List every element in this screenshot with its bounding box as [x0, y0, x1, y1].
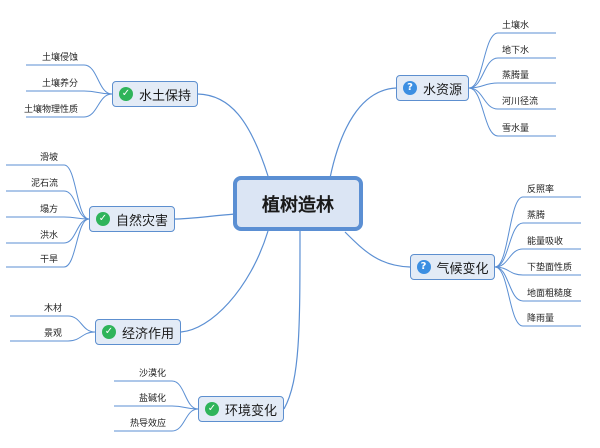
branch-leaf-line [468, 87, 499, 137]
leaf-item[interactable]: 洪水 [39, 231, 58, 241]
leaf-item[interactable]: 景观 [43, 329, 62, 339]
leaf-item[interactable]: 滑坡 [39, 153, 58, 163]
leaf-item[interactable]: 土壤养分 [41, 79, 78, 89]
branch-label: 环境变化 [225, 403, 278, 419]
branch-leaf-line [468, 82, 499, 89]
leaf-item[interactable]: 泥石流 [30, 179, 58, 189]
leaf-item[interactable]: 地面粗糙度 [527, 289, 573, 299]
root-label: 植树造林 [262, 194, 334, 216]
branch-leaf-line [63, 218, 90, 268]
check-icon: ✓ [205, 402, 219, 416]
check-icon: ✓ [96, 212, 110, 226]
check-icon: ✓ [102, 325, 116, 339]
branch-leaf-line [67, 331, 96, 342]
leaf-item[interactable]: 能量吸收 [527, 237, 564, 247]
branch-label: 水资源 [423, 82, 463, 98]
branch-economic-role[interactable]: ✓ 经济作用 [95, 319, 181, 345]
leaf-item[interactable]: 雪水量 [502, 124, 530, 134]
branch-label: 气候变化 [436, 261, 489, 277]
leaf-item[interactable]: 盐碱化 [138, 394, 166, 404]
branch-leaf-line [63, 164, 90, 220]
branch-leaf-line [494, 266, 524, 327]
leaf-item[interactable]: 降雨量 [527, 314, 555, 324]
branch-leaf-line [63, 190, 90, 220]
branch-leaf-line [468, 32, 499, 89]
branch-water-resources[interactable]: ? 水资源 [396, 75, 469, 101]
root-branch-line [283, 230, 301, 410]
branch-natural-disasters[interactable]: ✓ 自然灾害 [89, 206, 175, 232]
leaf-item[interactable]: 沙漠化 [138, 369, 166, 379]
leaf-item[interactable]: 土壤水 [502, 21, 530, 31]
branch-leaf-line [83, 93, 113, 118]
leaf-item[interactable]: 干旱 [39, 255, 58, 265]
root-node[interactable]: 植树造林 [233, 176, 363, 231]
branch-soil-conservation[interactable]: ✓ 水土保持 [112, 81, 198, 107]
check-icon: ✓ [119, 87, 133, 101]
root-branch-line [174, 213, 236, 220]
root-branch-line [344, 231, 411, 268]
branch-label: 自然灾害 [116, 213, 169, 229]
branch-climate-change[interactable]: ? 气候变化 [410, 254, 495, 280]
leaf-item[interactable]: 地下水 [502, 46, 530, 56]
leaf-item[interactable]: 热导效应 [129, 419, 166, 429]
root-branch-line [329, 87, 397, 179]
root-branch-line [180, 230, 269, 333]
leaf-item[interactable]: 土壤物理性质 [23, 105, 78, 115]
leaf-item[interactable]: 塌方 [39, 205, 58, 215]
leaf-item[interactable]: 河川径流 [502, 97, 539, 107]
branch-label: 水土保持 [139, 88, 192, 104]
branch-leaf-line [83, 64, 113, 95]
branch-leaf-line [67, 315, 96, 333]
leaf-item[interactable]: 木材 [43, 304, 62, 314]
leaf-item[interactable]: 反照率 [527, 185, 555, 195]
branch-leaf-line [468, 87, 499, 110]
branch-leaf-line [494, 196, 524, 268]
branch-leaf-line [63, 218, 90, 244]
leaf-item[interactable]: 蒸腾 [527, 211, 546, 221]
branch-leaf-line [468, 57, 499, 89]
branch-label: 经济作用 [122, 326, 175, 342]
help-icon: ? [416, 260, 431, 274]
branch-leaf-line [494, 248, 524, 268]
branch-leaf-line [171, 408, 199, 432]
branch-leaf-line [171, 380, 199, 410]
root-branch-line [197, 93, 269, 177]
branch-leaf-line [494, 222, 524, 268]
leaf-item[interactable]: 下垫面性质 [527, 263, 573, 273]
leaf-item[interactable]: 蒸腾量 [502, 71, 530, 81]
leaf-item[interactable]: 土壤侵蚀 [41, 53, 78, 63]
branch-environmental-change[interactable]: ✓ 环境变化 [198, 396, 284, 422]
help-icon: ? [403, 81, 417, 95]
